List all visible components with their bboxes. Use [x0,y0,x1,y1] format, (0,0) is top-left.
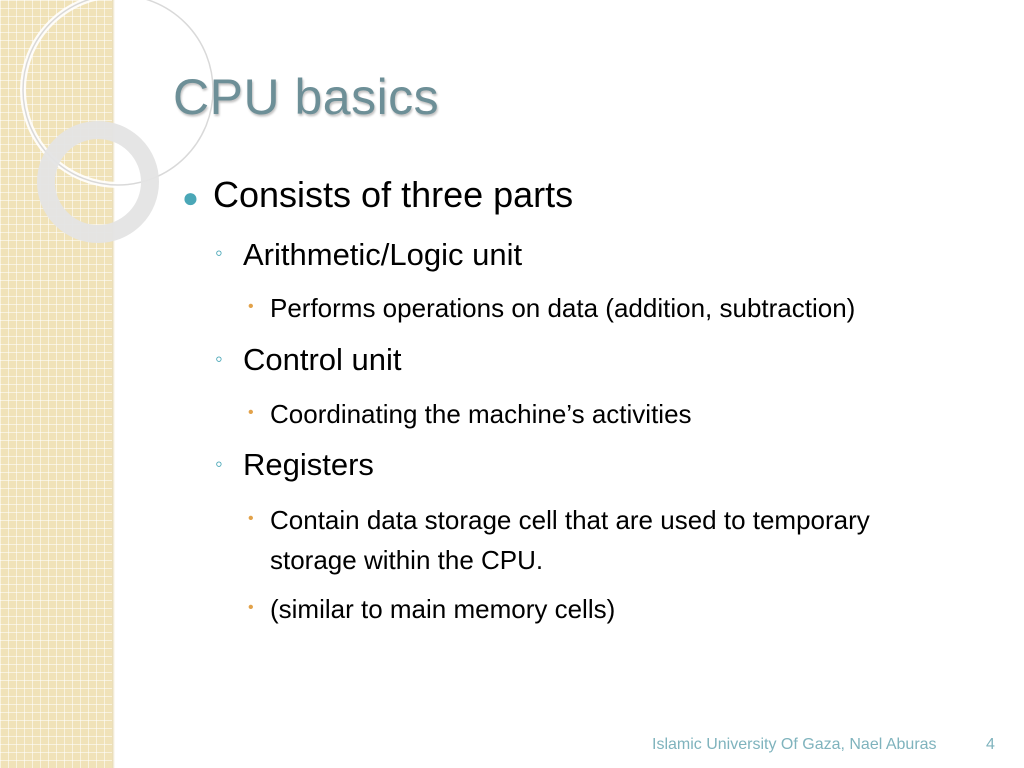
bullet-circle-icon: ◦ [215,451,223,476]
bullet-small-dot-icon: • [248,510,254,527]
footer-text: Islamic University Of Gaza, Nael Aburas [652,736,937,753]
bullet-dot-icon: ● [182,182,199,213]
bullet-registers: Registers [243,447,374,482]
decorative-ring-small [37,121,159,243]
bullet-registers-note: (similar to main memory cells) [270,594,616,624]
bullet-small-dot-icon: • [248,599,254,616]
bullet-control-detail: Coordinating the machine’s activities [270,399,692,429]
bullet-small-dot-icon: • [248,404,254,421]
bullet-main: Consists of three parts [213,174,574,215]
bullet-small-dot-icon: • [248,298,254,315]
decorative-rings [20,0,216,243]
bullet-alu: Arithmetic/Logic unit [243,237,523,272]
decorative-ring-large-outline [22,0,214,186]
slide-title: CPU basics [173,69,440,125]
bullet-control: Control unit [243,342,402,377]
bullet-circle-icon: ◦ [215,346,223,371]
bullet-circle-icon: ◦ [215,240,223,265]
bullet-registers-detail: Contain data storage cell that are used … [270,505,870,575]
bullet-alu-detail: Performs operations on data (addition, s… [270,293,856,323]
page-number: 4 [986,736,995,753]
side-band-edge [112,0,115,768]
